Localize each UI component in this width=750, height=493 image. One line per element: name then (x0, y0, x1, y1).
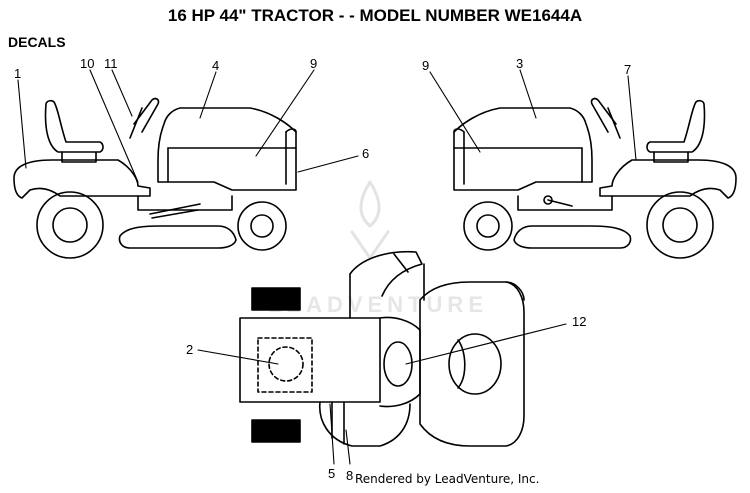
section-label: DECALS (8, 34, 66, 50)
callout-11: 11 (104, 56, 118, 71)
callout-6: 6 (362, 146, 369, 161)
watermark-flame (350, 180, 390, 260)
callout-numbers: 1 10 11 4 9 6 9 3 7 2 12 5 8 (14, 56, 631, 483)
tractor-right-side-view (453, 97, 737, 259)
callout-7: 7 (624, 62, 631, 77)
tractor-top-view (239, 250, 525, 447)
callout-9-right: 9 (422, 58, 429, 73)
callout-2: 2 (186, 342, 193, 357)
callout-1: 1 (14, 66, 21, 81)
callout-9-left: 9 (310, 56, 317, 71)
callout-5: 5 (328, 466, 335, 481)
callout-3: 3 (516, 56, 523, 71)
watermark-logo: LEADVENTURE (267, 292, 488, 317)
callout-8: 8 (346, 468, 353, 483)
page-title: 16 HP 44" TRACTOR - - MODEL NUMBER WE164… (167, 6, 583, 25)
callout-12: 12 (572, 314, 586, 329)
callout-leaders (17, 69, 637, 465)
callout-4: 4 (212, 58, 219, 73)
callout-10: 10 (80, 56, 94, 71)
render-credit: Rendered by LeadVenture, Inc. (355, 472, 540, 486)
tractor-left-side-view (13, 97, 297, 259)
